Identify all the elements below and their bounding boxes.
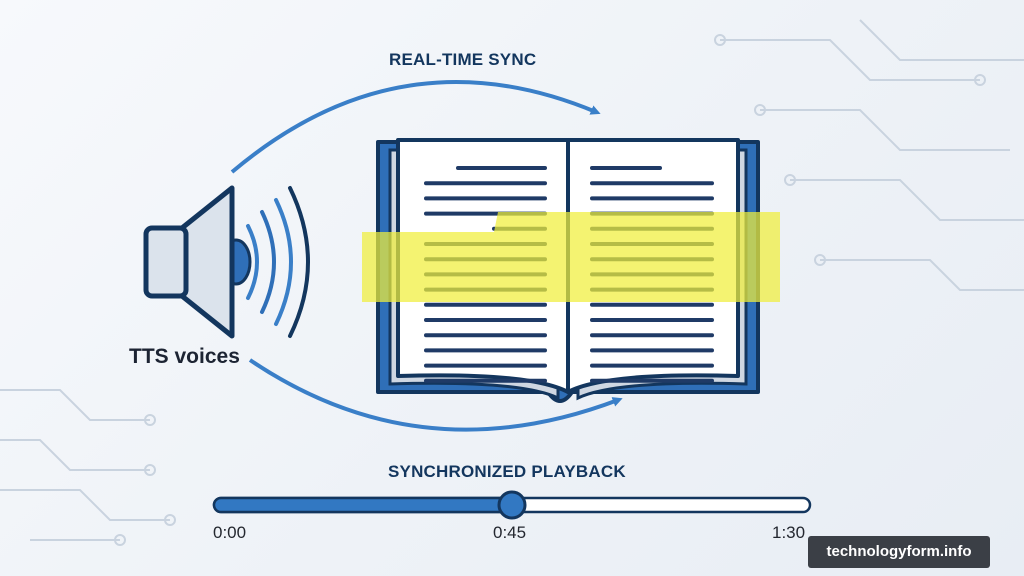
progress-fill (212, 496, 514, 514)
speaker-icon (143, 185, 252, 339)
circuit-pattern-top-right (714, 19, 1024, 291)
sync-arrow-top (230, 80, 601, 174)
timeline-end-time: 1:30 (772, 523, 806, 542)
sync-arrow-bottom (248, 358, 623, 432)
tts-voices-label: TTS voices (129, 345, 240, 368)
site-watermark: technologyform.info (808, 536, 990, 568)
timeline-start-time: 0:00 (213, 523, 247, 542)
realtime-sync-label: REAL-TIME SYNC (389, 50, 537, 69)
progress-slider[interactable] (212, 490, 812, 520)
synchronized-playback-label: SYNCHRONIZED PLAYBACK (388, 462, 626, 481)
progress-knob[interactable] (497, 490, 527, 520)
sound-waves-icon (246, 186, 310, 338)
timeline-current-time: 0:45 (493, 523, 527, 542)
highlight-band (362, 212, 780, 302)
circuit-pattern-bottom-left (0, 389, 176, 546)
